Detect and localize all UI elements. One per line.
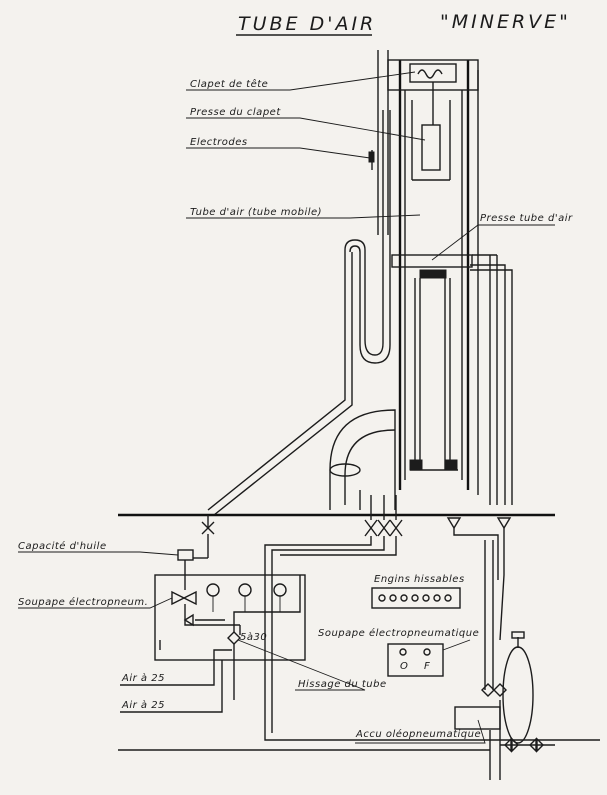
accu-block [454, 706, 501, 730]
leader-lines [18, 71, 555, 744]
label-presse-tube: Presse tube d'air [480, 213, 573, 224]
accumulator-tank [502, 646, 534, 744]
oil-capacity [177, 549, 194, 561]
label-air-1: Air à 25 [121, 672, 165, 684]
label-capacite-huile: Capacité d'huile [18, 540, 107, 552]
switch-f-label: F [424, 661, 430, 672]
piston-block [419, 269, 447, 279]
label-electrodes: Electrodes [190, 137, 248, 148]
label-hissage-tube: Hissage du tube [298, 679, 387, 690]
electropneumatic-valve [171, 590, 197, 606]
main-tube [368, 50, 513, 505]
label-engins-hissables: Engins hissables [374, 574, 465, 585]
gauge-3 [273, 583, 287, 597]
label-soupape-electropneumatique: Soupape électropneumatique [318, 627, 479, 639]
head-spring [417, 69, 443, 79]
engins-hissables-box [371, 587, 461, 609]
hoist-valve [227, 631, 241, 645]
pressure-label: 5à30 [240, 631, 267, 643]
label-presse-clapet: Presse du clapet [190, 107, 281, 118]
mid-flange [391, 254, 473, 268]
valve-press-body [421, 124, 441, 171]
control-panel [154, 574, 306, 661]
side-chamber [207, 110, 396, 516]
label-tube-air: Tube d'air (tube mobile) [190, 207, 322, 218]
soupape-switch-box [387, 643, 444, 677]
gauge-2 [238, 583, 252, 597]
label-clapet-tete: Clapet de tête [190, 78, 268, 90]
control-box: 5à30 [120, 549, 306, 713]
gauge-1 [206, 583, 220, 597]
diagram-subtitle: "MINERVE" [440, 11, 571, 33]
label-air-2: Air à 25 [121, 699, 165, 711]
label-soupape-electropneum: Soupape électropneum. [18, 596, 148, 608]
lower-pipework [118, 495, 600, 780]
label-accu: Accu oléopneumatique [355, 728, 481, 740]
switch-o-label: O [400, 661, 408, 672]
engins-panel: O F [371, 587, 471, 677]
diagram-title: TUBE D'AIR [238, 13, 376, 35]
